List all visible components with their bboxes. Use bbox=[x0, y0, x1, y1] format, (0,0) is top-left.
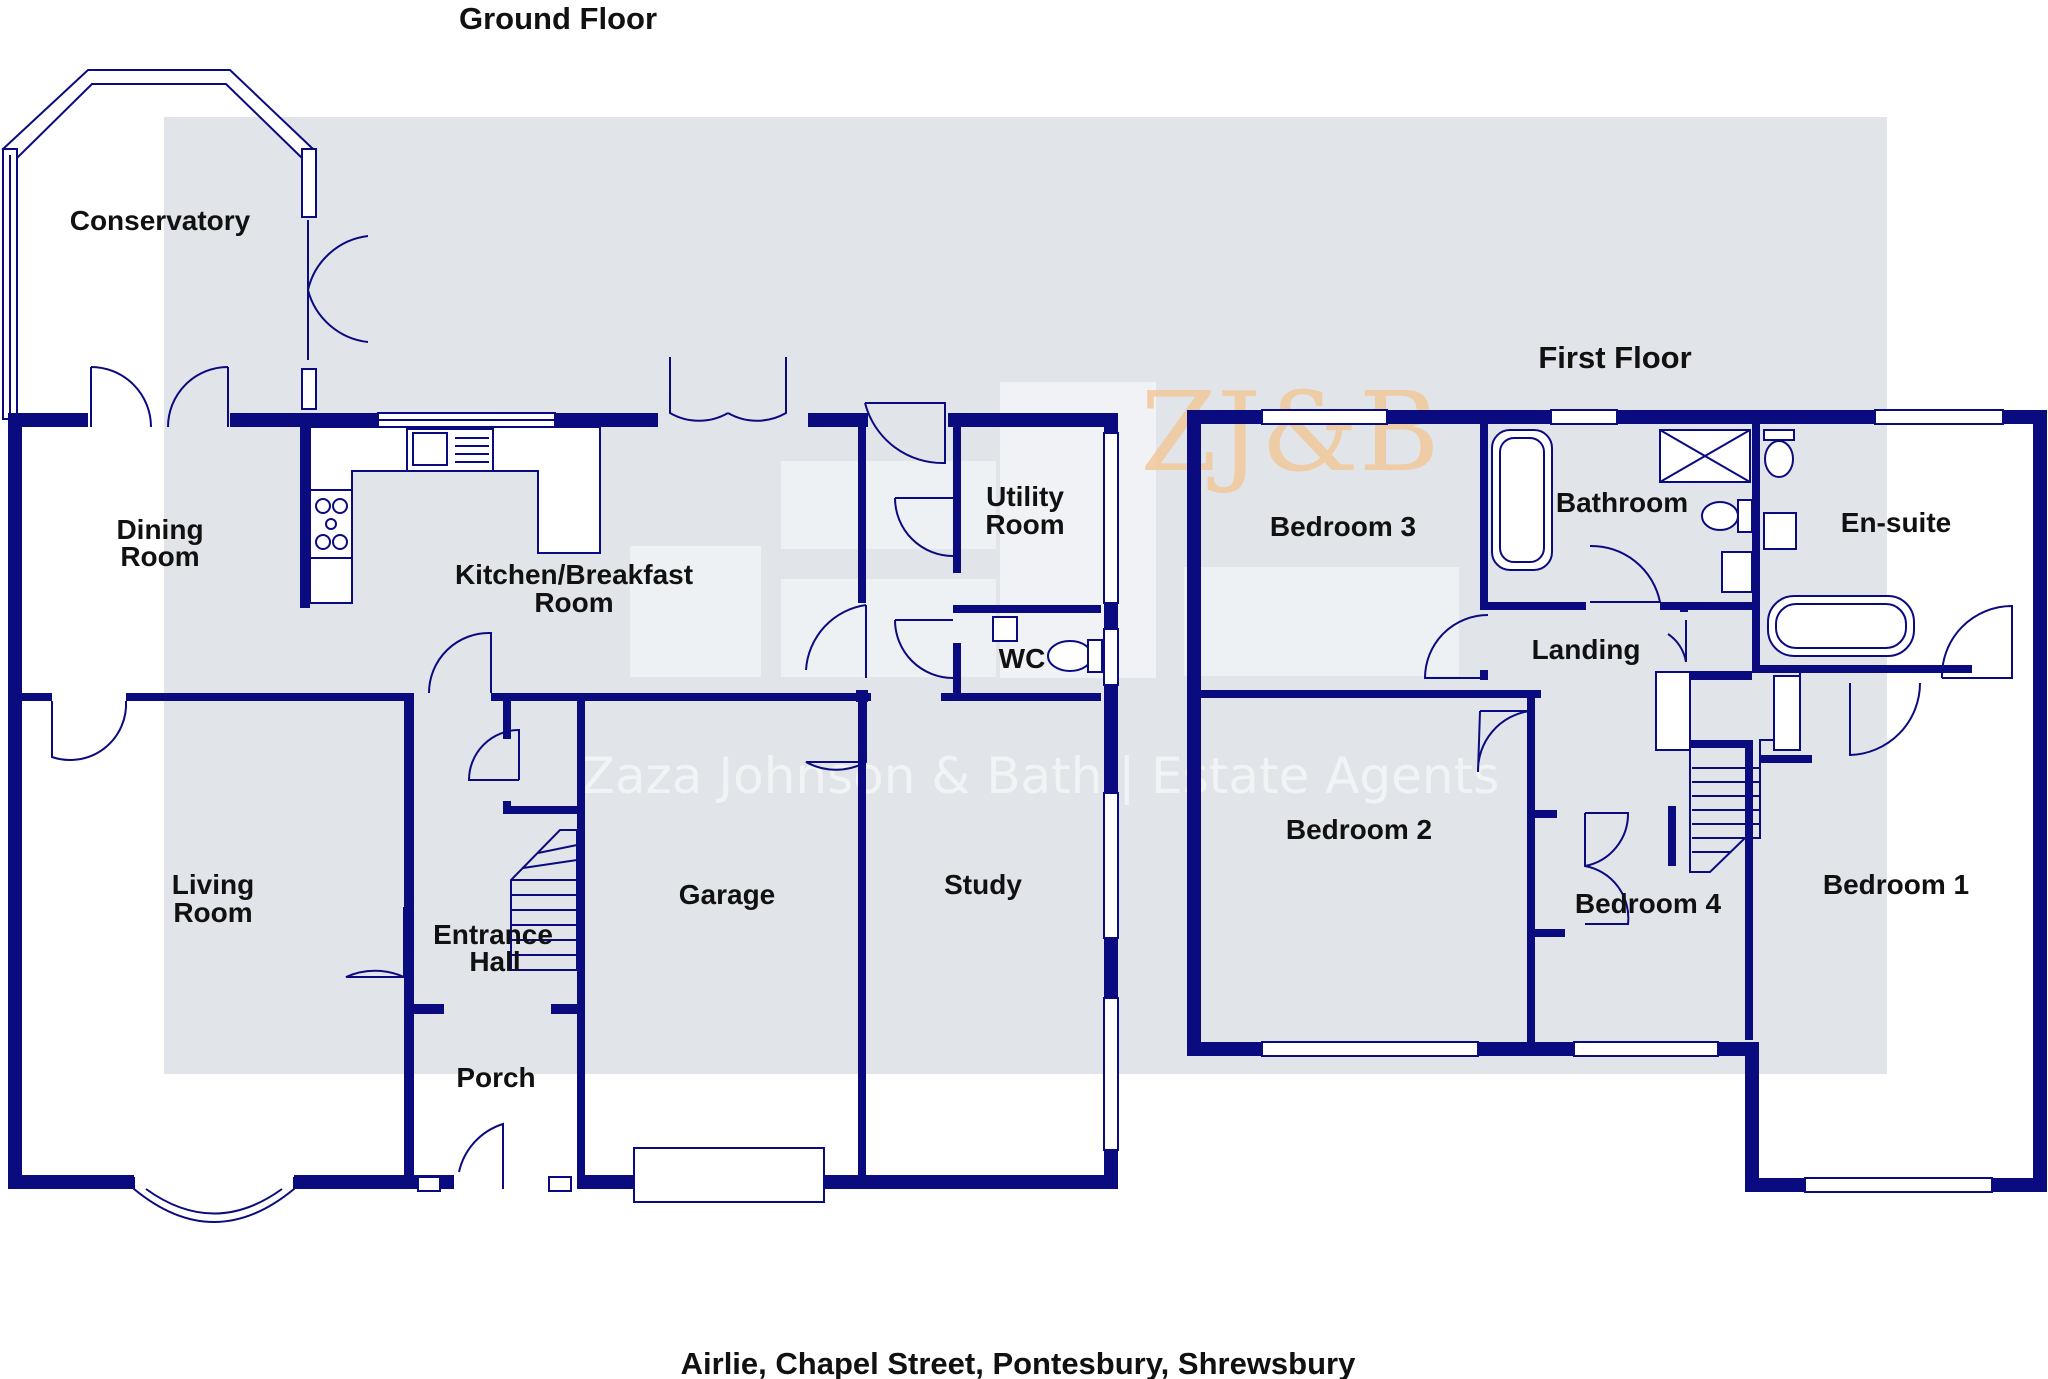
room-label-bathroom: Bathroom bbox=[1556, 487, 1688, 518]
property-address: Airlie, Chapel Street, Pontesbury, Shrew… bbox=[681, 1346, 1356, 1379]
floor-titles: Ground Floor First Floor bbox=[459, 1, 1692, 375]
ground-floor-doors bbox=[51, 220, 954, 1189]
kitchen-fittings bbox=[309, 426, 601, 604]
watermark-logo: ZJ&B bbox=[1140, 368, 1439, 496]
ground-floor-windows bbox=[377, 412, 1119, 1203]
ground-floor-room-labels: Conservatory Dining Room Kitchen/Breakfa… bbox=[70, 205, 1065, 1093]
room-label-entrance-hall: Entrance bbox=[433, 919, 553, 950]
room-label-landing: Landing bbox=[1532, 634, 1641, 665]
ground-floor bbox=[1, 69, 1119, 1223]
watermark-text: Zaza Johnson & Bath | Estate Agents bbox=[581, 747, 1500, 805]
room-label-living-2: Room bbox=[173, 897, 252, 928]
room-label-living: Living bbox=[172, 869, 254, 900]
room-label-garage: Garage bbox=[679, 879, 776, 910]
wc-fittings bbox=[992, 616, 1103, 673]
first-floor-title: First Floor bbox=[1538, 340, 1691, 375]
room-label-study: Study bbox=[944, 869, 1022, 900]
room-label-bedroom-3: Bedroom 3 bbox=[1270, 511, 1416, 542]
room-label-conservatory: Conservatory bbox=[70, 205, 251, 236]
room-label-entrance-hall-2: Hall bbox=[469, 946, 520, 977]
room-label-porch: Porch bbox=[456, 1062, 535, 1093]
room-label-bedroom-2: Bedroom 2 bbox=[1286, 814, 1432, 845]
room-label-utility: Utility bbox=[986, 481, 1064, 512]
first-floor-walls bbox=[1187, 410, 2047, 1192]
ground-floor-stairs bbox=[510, 829, 578, 971]
bay-window bbox=[133, 1177, 295, 1223]
first-floor-room-labels: Bedroom 3 Bathroom En-suite Landing Bedr… bbox=[1270, 487, 1969, 919]
first-floor-windows bbox=[1261, 409, 2004, 1193]
watermark: ZJ&B Zaza Johnson & Bath | Estate Agents bbox=[164, 117, 1887, 1074]
room-label-bedroom-4: Bedroom 4 bbox=[1575, 888, 1722, 919]
bathroom-fittings bbox=[1491, 429, 1915, 657]
room-label-dining: Dining bbox=[116, 514, 203, 545]
first-floor-stairs bbox=[1655, 671, 1801, 873]
room-label-wc: WC bbox=[999, 643, 1046, 674]
ground-floor-title: Ground Floor bbox=[459, 1, 657, 36]
room-label-bedroom-1: Bedroom 1 bbox=[1823, 869, 1969, 900]
room-label-ensuite: En-suite bbox=[1841, 507, 1951, 538]
first-floor bbox=[1187, 409, 2047, 1193]
room-label-kitchen-2: Room bbox=[534, 587, 613, 618]
room-label-dining-2: Room bbox=[120, 541, 199, 572]
ground-floor-walls bbox=[8, 413, 1118, 1189]
room-label-utility-2: Room bbox=[985, 509, 1064, 540]
first-floor-doors bbox=[1423, 544, 2013, 925]
room-label-kitchen: Kitchen/Breakfast bbox=[455, 559, 693, 590]
